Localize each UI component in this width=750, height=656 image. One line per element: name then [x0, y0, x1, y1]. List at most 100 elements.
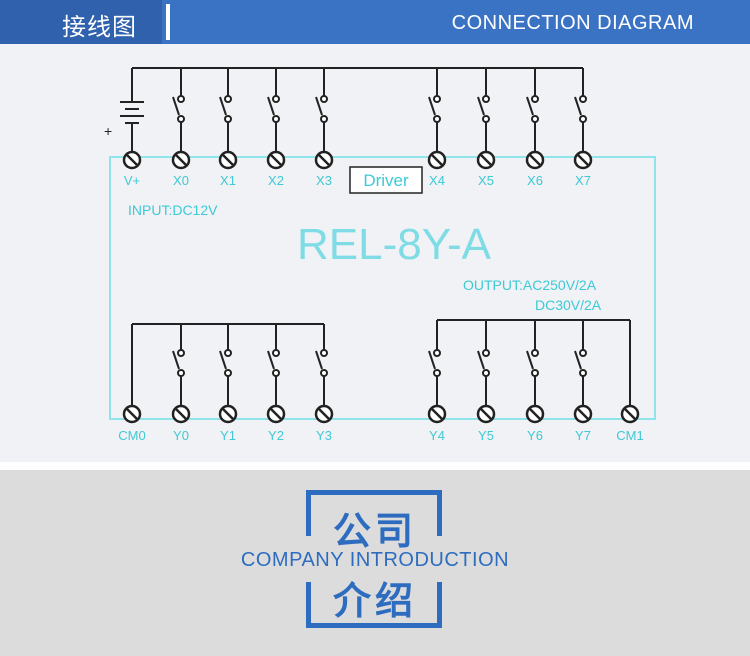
bracket-right-top [437, 490, 442, 536]
output-spec-2: DC30V/2A [535, 297, 602, 313]
page-subtitle: CONNECTION DIAGRAM [451, 12, 694, 34]
label-Y7: Y7 [575, 428, 591, 443]
output-left-1-switch-contact-b [177, 369, 185, 377]
input-X2-switch-contact-a [272, 95, 280, 103]
label-Y1: Y1 [220, 428, 236, 443]
input-X3-switch-contact-b [320, 115, 328, 123]
output-right-0-switch-contact-a [433, 349, 441, 357]
label-X2: X2 [268, 173, 284, 188]
terminal-Y7-screw [577, 408, 589, 420]
driver-label: Driver [363, 171, 409, 190]
label-CM0: CM0 [118, 428, 145, 443]
input-spec: INPUT:DC12V [128, 202, 218, 218]
label-X0: X0 [173, 173, 189, 188]
output-left-2-switch-blade [219, 350, 227, 370]
output-left-3-switch-blade [267, 350, 275, 370]
output-left-1-switch-blade [172, 350, 180, 370]
label-X1: X1 [220, 173, 236, 188]
input-X1-switch-contact-b [224, 115, 232, 123]
terminal-CM0-screw [126, 408, 138, 420]
intro-title-top: 公司 [332, 509, 417, 553]
label-CM1: CM1 [616, 428, 643, 443]
label-Y2: Y2 [268, 428, 284, 443]
input-X6-switch-blade [526, 96, 534, 116]
input-X6-switch-contact-b [531, 115, 539, 123]
output-left-2-switch-contact-a [224, 349, 232, 357]
terminal-Y4-screw [431, 408, 443, 420]
header-separator [166, 4, 170, 40]
output-right-1-switch-contact-b [482, 369, 490, 377]
output-left-4-switch-contact-b [320, 369, 328, 377]
label-X5: X5 [478, 173, 494, 188]
model-name: REL-8Y-A [297, 220, 492, 269]
terminal-X1-screw [222, 154, 234, 166]
terminal-Y5-screw [480, 408, 492, 420]
bracket-bottom [306, 623, 442, 628]
bracket-top [306, 490, 442, 495]
terminal-X3-screw [318, 154, 330, 166]
input-X7-switch-contact-b [579, 115, 587, 123]
input-X4-switch-blade [428, 96, 436, 116]
bracket-right-bottom [437, 582, 442, 628]
input-X1-switch-contact-a [224, 95, 232, 103]
page-title: 接线图 [62, 13, 137, 41]
output-left-4-switch-contact-a [320, 349, 328, 357]
header-title-block [0, 0, 162, 44]
input-X5-switch-contact-a [482, 95, 490, 103]
input-X0-switch-contact-a [177, 95, 185, 103]
terminals [122, 150, 640, 424]
label-X3: X3 [316, 173, 332, 188]
terminal-X6-screw [529, 154, 541, 166]
label-X7: X7 [575, 173, 591, 188]
company-intro-section: 公司 COMPANY INTRODUCTION 介绍 [0, 470, 750, 656]
output-right-1-switch-blade [477, 350, 485, 370]
board-outline [109, 156, 656, 420]
section-gap [0, 462, 750, 470]
output-right-2-switch-blade [526, 350, 534, 370]
input-X1-switch-blade [219, 96, 227, 116]
label-Y4: Y4 [429, 428, 445, 443]
output-left-4-switch-blade [315, 350, 323, 370]
bracket-left-bottom [306, 582, 311, 628]
input-X3-switch-blade [315, 96, 323, 116]
battery-icon [120, 101, 144, 124]
terminal-X0-screw [175, 154, 187, 166]
driver-box [349, 166, 423, 194]
input-X0-switch-blade [172, 96, 180, 116]
output-left-2-switch-contact-b [224, 369, 232, 377]
output-right-3-switch-contact-a [579, 349, 587, 357]
label-Y0: Y0 [173, 428, 189, 443]
label-Y3: Y3 [316, 428, 332, 443]
input-X5-switch-contact-b [482, 115, 490, 123]
output-left-3-switch-contact-a [272, 349, 280, 357]
output-left-1-switch-contact-a [177, 349, 185, 357]
wiring [131, 67, 631, 406]
terminal-V+-screw [126, 154, 138, 166]
header-bar: 接线图 CONNECTION DIAGRAM [0, 0, 750, 44]
terminal-Y2-screw [270, 408, 282, 420]
terminal-Y1-screw [222, 408, 234, 420]
output-right-2-switch-contact-a [531, 349, 539, 357]
terminal-X2-screw [270, 154, 282, 166]
terminal-Y0-screw [175, 408, 187, 420]
input-X3-switch-contact-a [320, 95, 328, 103]
output-right-3-switch-blade [574, 350, 582, 370]
output-right-0-switch-blade [428, 350, 436, 370]
intro-title-bottom: 介绍 [332, 579, 417, 623]
terminal-Y3-screw [318, 408, 330, 420]
label-X4: X4 [429, 173, 445, 188]
output-right-1-switch-contact-a [482, 349, 490, 357]
label-X6: X6 [527, 173, 543, 188]
input-X6-switch-contact-a [531, 95, 539, 103]
input-X0-switch-contact-b [177, 115, 185, 123]
input-X5-switch-blade [477, 96, 485, 116]
input-X4-switch-contact-b [433, 115, 441, 123]
intro-subtitle: COMPANY INTRODUCTION [240, 549, 510, 571]
terminal-CM1-screw [624, 408, 636, 420]
input-X7-switch-contact-a [579, 95, 587, 103]
terminal-Y6-screw [529, 408, 541, 420]
input-X7-switch-blade [574, 96, 582, 116]
